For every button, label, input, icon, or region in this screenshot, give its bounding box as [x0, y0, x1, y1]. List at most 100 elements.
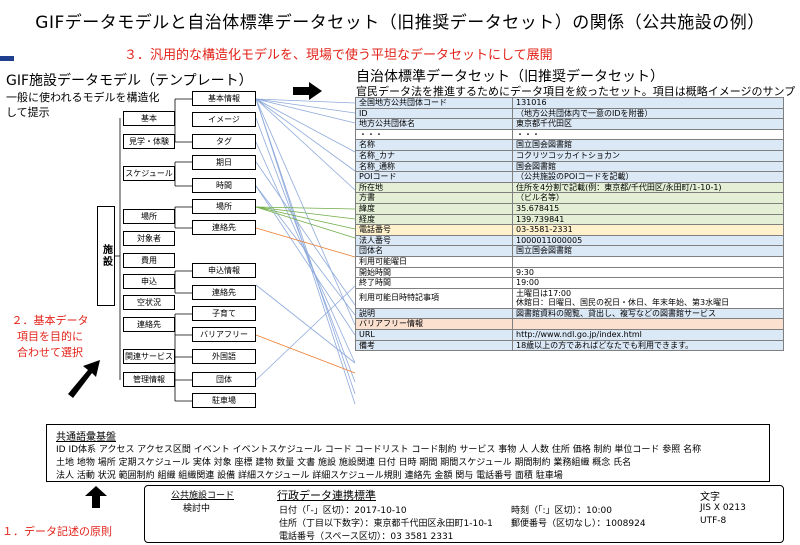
dataset-row: 名称_通称国会図書館 [355, 160, 784, 173]
step1-label: １．データ記述の原則 [2, 525, 112, 538]
gif-node-image: イメージ [192, 112, 256, 127]
dataset-item-value: （公共施設のPOIコードを記載） [512, 171, 784, 183]
dataset-item-name: 地方公共団体名 [355, 118, 513, 130]
gif-node-schedule: スケジュール [123, 166, 175, 181]
common-vocabulary-row: 土地 地物 場所 定期スケジュール 実体 対象 座標 建物 数量 文書 施設 施… [56, 458, 632, 468]
dataset-row: 説明図書館資料の閲覧、貸出し、複写などの図書館サービス [355, 307, 784, 320]
dataset-item-value: （ビル名等） [512, 192, 784, 204]
step2-label: ２．基本データ 項目を目的に 合わせて選択 [4, 313, 96, 361]
common-vocabulary-row: ID ID体系 アクセス アクセス区間 イベント イベントスケジュール コード … [56, 445, 702, 455]
dataset-item-value: 国立国会図書館 [512, 139, 784, 151]
dataset-item-name: 緯度 [355, 202, 513, 215]
gif-node-tour-experience: 見学・体験 [123, 134, 175, 149]
dataset-item-value: 139.739841 [512, 213, 784, 226]
dataset-item-name: ・・・ [355, 128, 513, 141]
dataset-item-name: 団体名 [355, 245, 513, 257]
dataset-row: ・・・・・・ [355, 128, 784, 141]
gif-node-place: 場所 [192, 199, 256, 214]
common-vocabulary-title: 共通語彙基盤 [56, 432, 116, 443]
character-jis: JIS X 0213 [700, 503, 746, 513]
dataset-item-value: 図書館資料の閲覧、貸出し、複写などの図書館サービス [512, 307, 784, 320]
gif-node-management: 管理情報 [123, 372, 175, 387]
dataset-row: ID（地方公共団体内で一意のIDを附番） [355, 107, 784, 120]
dataset-item-value: 35.678415 [512, 202, 784, 215]
dataset-item-value: 19:00 [512, 277, 784, 289]
gif-node-contact: 連絡先 [123, 317, 175, 332]
dataset-row: 名称_カナコクリツコッカイトショカン [355, 149, 784, 162]
dataset-item-name: 法人番号 [355, 234, 513, 247]
dataset-row: バリアフリー情報 [355, 318, 784, 331]
gif-node-basic-info: 基本情報 [192, 91, 256, 106]
up-arrow-icon [85, 486, 107, 508]
dataset-item-name: ID [355, 107, 513, 120]
gif-node-date: 期日 [192, 155, 256, 170]
dataset-item-value: 131016 [512, 97, 784, 109]
dataset-row: 方書（ビル名等） [355, 192, 784, 204]
dataset-title: 自治体標準データセット（旧推奨データセット） [356, 69, 664, 85]
gif-node-related-services: 関連サービス [123, 349, 175, 364]
dataset-row: POIコード（公共施設のPOIコードを記載） [355, 171, 784, 183]
dataset-item-name: 利用可能曜日 [355, 255, 513, 268]
gif-subtitle-line: して提示 [6, 106, 50, 119]
gif-node-application-info: 申込情報 [192, 263, 256, 278]
gif-node-target: 対象者 [123, 231, 175, 246]
dataset-item-name: 方書 [355, 192, 513, 204]
dataset-item-name: 終了時間 [355, 277, 513, 289]
gif-node-availability: 空状況 [123, 295, 175, 310]
dataset-item-value: 国立国会図書館 [512, 245, 784, 257]
dataset-item-name: 名称 [355, 139, 513, 151]
dataset-item-name: 全国地方公共団体コード [355, 97, 513, 109]
dataset-item-name: バリアフリー情報 [355, 318, 513, 331]
dataset-item-name: 開始時間 [355, 266, 513, 279]
orange-connectors [255, 227, 356, 374]
dataset-item-name: 説明 [355, 307, 513, 320]
dataset-row: 名称国立国会図書館 [355, 139, 784, 151]
dataset-item-value: 18歳以上の方であればどなたでも利用できます。 [512, 339, 784, 352]
gif-node-location: 場所 [123, 209, 175, 224]
gif-node-fee: 費用 [123, 253, 175, 268]
character-title: 文字 [700, 492, 720, 503]
green-connectors [255, 206, 356, 239]
gif-node-contact-location: 連絡先 [192, 220, 256, 235]
gif-node-application: 申込 [123, 274, 175, 289]
dataset-item-value-line: 土曜日は17:00 [516, 288, 572, 298]
dataset-row: 地方公共団体名東京都千代田区 [355, 118, 784, 130]
dataset-item-value: 東京都千代田区 [512, 118, 784, 130]
dataset-item-name: 利用可能日時特記事項 [355, 287, 513, 309]
dataset-item-value: 国会図書館 [512, 160, 784, 173]
dataset-item-name: 備考 [355, 339, 513, 352]
gif-node-basic: 基本 [123, 111, 175, 126]
dataset-item-name: URL [355, 329, 513, 341]
gif-node-parking: 駐車場 [192, 393, 256, 408]
step2-line: ２．基本データ [11, 314, 89, 327]
dataset-row: 所在地住所を4分割で記載(例：東京都/千代田区/永田町/1-10-1) [355, 181, 784, 194]
dataset-item-value: http://www.ndl.go.jp/index.html [512, 329, 784, 341]
gif-subtitle-line: 一般に使われるモデルを構造化 [6, 91, 160, 104]
dataset-item-value-line: 休館日：日曜日、国民の祝日・休日、年末年始、第3水曜日 [516, 298, 730, 308]
gif-node-childcare: 子育て [192, 306, 256, 321]
character-utf8: UTF-8 [700, 516, 727, 526]
phone-format: 電話番号（スペース区切）：03 3581 2331 [279, 532, 454, 542]
date-format: 日付（「-」区切）：2017-10-10 [279, 506, 407, 516]
dataset-item-value: 住所を4分割で記載(例：東京都/千代田区/永田町/1-10-1) [512, 181, 784, 194]
dataset-item-name: 経度 [355, 213, 513, 226]
dataset-item-name: 名称_通称 [355, 160, 513, 173]
facility-code-value: 検討中 [183, 504, 211, 514]
dataset-item-value: 1000011000005 [512, 234, 784, 247]
common-vocabulary-row: 法人 活動 状況 範囲制約 組織 組織関連 設備 詳細スケジュール 詳細スケジュ… [56, 471, 563, 481]
step2-line: 合わせて選択 [17, 346, 83, 359]
dataset-item-value: 03-3581-2331 [512, 224, 784, 236]
time-format: 時刻（「:」区切）：10:00 [511, 506, 612, 516]
dataset-item-value: ・・・ [512, 128, 784, 141]
gif-node-contact-application: 連絡先 [192, 285, 256, 300]
page-title: GIFデータモデルと自治体標準データセット（旧推奨データセット）の関係（公共施設… [35, 13, 765, 33]
